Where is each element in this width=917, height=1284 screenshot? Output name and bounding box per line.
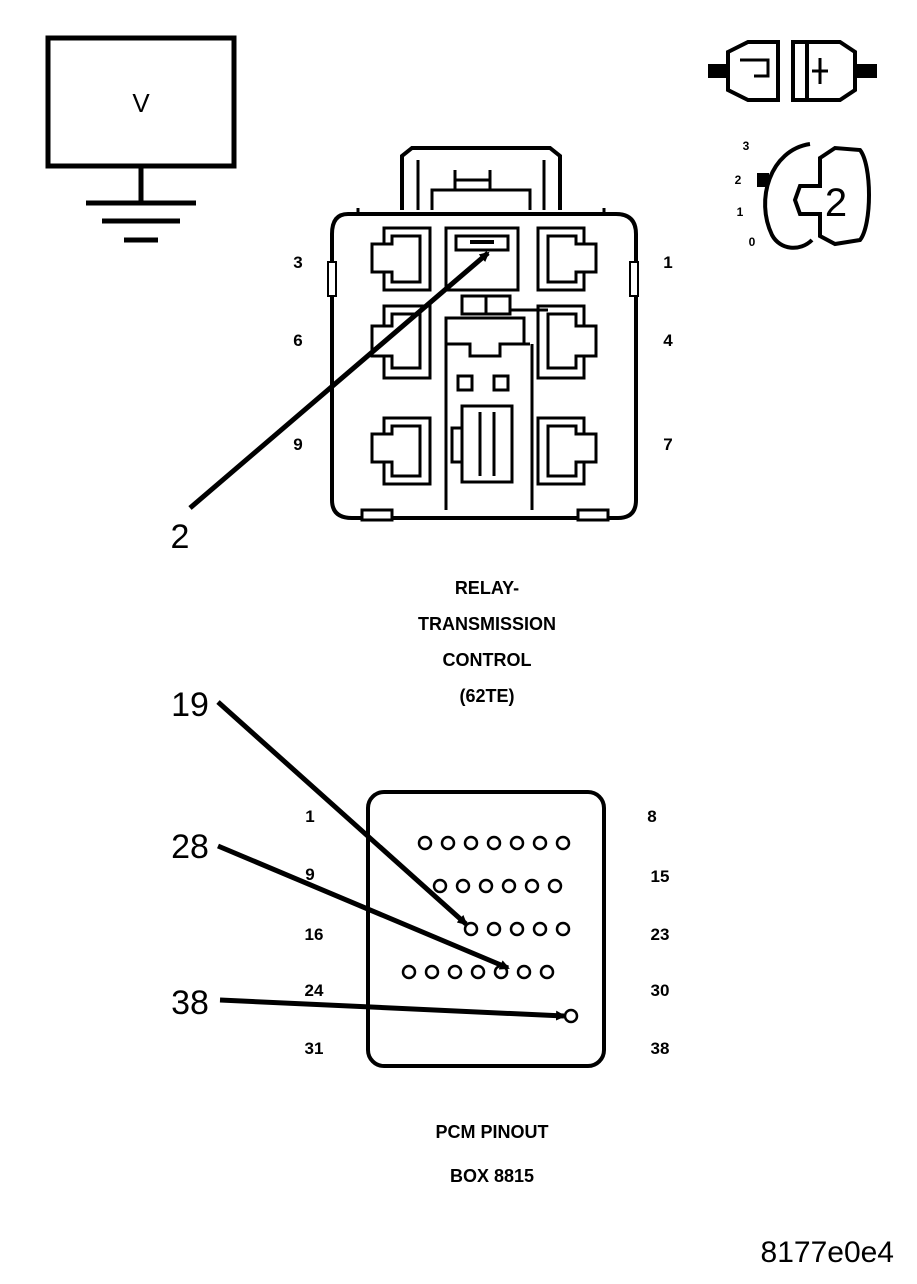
pcm-pin-hole xyxy=(563,1008,579,1024)
pcm-pin-hole xyxy=(470,964,486,980)
pcm-pin-label: 16 xyxy=(305,925,324,944)
pcm-pin-hole xyxy=(478,878,494,894)
relay-title-line: CONTROL xyxy=(443,650,532,670)
ignition-position-label: 0 xyxy=(749,235,756,249)
pcm-pin-hole xyxy=(516,964,532,980)
pcm-pin-hole xyxy=(532,835,548,851)
pcm-pin-hole xyxy=(432,878,448,894)
pcm-pin-label: 38 xyxy=(651,1039,670,1058)
pcm-pin-hole xyxy=(555,835,571,851)
pcm-pin-hole xyxy=(524,878,540,894)
relay-callout-number: 2 xyxy=(171,518,190,556)
pcm-pin-label: 24 xyxy=(305,981,324,1000)
relay-cavity-6 xyxy=(370,304,432,380)
pcm-pin-hole xyxy=(455,878,471,894)
pcm-title-line: BOX 8815 xyxy=(450,1166,534,1186)
pcm-pin-label: 30 xyxy=(651,981,670,1000)
pcm-pin-hole xyxy=(424,964,440,980)
pcm-pin-hole xyxy=(555,921,571,937)
pcm-pin-hole xyxy=(440,835,456,851)
pcm-pin-hole xyxy=(547,878,563,894)
pcm-pin-label: 23 xyxy=(651,925,670,944)
ignition-position-label: 1 xyxy=(737,205,744,219)
relay-callout-arrow xyxy=(188,251,490,510)
relay-cavity-7 xyxy=(536,416,598,486)
relay-title-line: RELAY- xyxy=(455,578,519,598)
pcm-pin-hole xyxy=(539,964,555,980)
pcm-pin-hole xyxy=(532,921,548,937)
pcm-pin-hole xyxy=(463,835,479,851)
relay-connector xyxy=(327,146,639,522)
relay-pin-label: 4 xyxy=(663,331,673,350)
relay-pin-label: 6 xyxy=(293,331,302,350)
ignition-key-icon: 2 3 2 1 0 xyxy=(735,139,871,250)
pcm-pin-label: 15 xyxy=(651,867,670,886)
pcm-callout-arrow xyxy=(217,843,510,971)
relay-cavity-1 xyxy=(536,226,598,292)
relay-cavity-3 xyxy=(370,226,432,292)
voltmeter-symbol: V xyxy=(132,88,150,118)
pcm-pinout-box xyxy=(366,790,606,1068)
pcm-pin-hole xyxy=(486,835,502,851)
pcm-pin-holes xyxy=(401,835,579,1024)
relay-pin-label: 7 xyxy=(663,435,672,454)
pcm-pin-hole xyxy=(501,878,517,894)
pcm-pin-hole xyxy=(447,964,463,980)
pcm-pin-label: 1 xyxy=(305,807,314,826)
pcm-pin-hole xyxy=(417,835,433,851)
pcm-pin-hole xyxy=(463,921,479,937)
figure-id: 8177e0e4 xyxy=(761,1236,894,1269)
voltmeter-icon: V xyxy=(45,35,237,243)
pcm-callout-arrow xyxy=(216,700,468,926)
relay-title-line: TRANSMISSION xyxy=(418,614,556,634)
pcm-callout-number: 19 xyxy=(171,686,209,724)
key-position-number: 2 xyxy=(825,181,847,225)
relay-pin-label: 3 xyxy=(293,253,302,272)
pcm-title-line: PCM PINOUT xyxy=(435,1122,548,1142)
pcm-pin-hole xyxy=(401,964,417,980)
relay-center-key xyxy=(444,294,548,510)
relay-pin-label: 9 xyxy=(293,435,302,454)
ground-icon xyxy=(86,200,196,243)
pcm-callout-number: 38 xyxy=(171,984,209,1022)
relay-title-line: (62TE) xyxy=(459,686,514,706)
pcm-pin-hole xyxy=(509,835,525,851)
pcm-callout-arrow xyxy=(219,997,566,1021)
pcm-pin-hole xyxy=(509,921,525,937)
ignition-position-label: 2 xyxy=(735,173,742,187)
pcm-pin-label: 31 xyxy=(305,1039,324,1058)
pcm-pin-label: 9 xyxy=(305,865,314,884)
ignition-position-label: 3 xyxy=(743,139,750,153)
pcm-pin-hole xyxy=(486,921,502,937)
connector-disconnected-icon xyxy=(708,40,877,102)
pcm-pin-label: 8 xyxy=(647,807,656,826)
pcm-callout-number: 28 xyxy=(171,828,209,866)
relay-pin-label: 1 xyxy=(663,253,672,272)
relay-cavity-9 xyxy=(370,416,432,486)
relay-cavity-4 xyxy=(536,304,598,380)
